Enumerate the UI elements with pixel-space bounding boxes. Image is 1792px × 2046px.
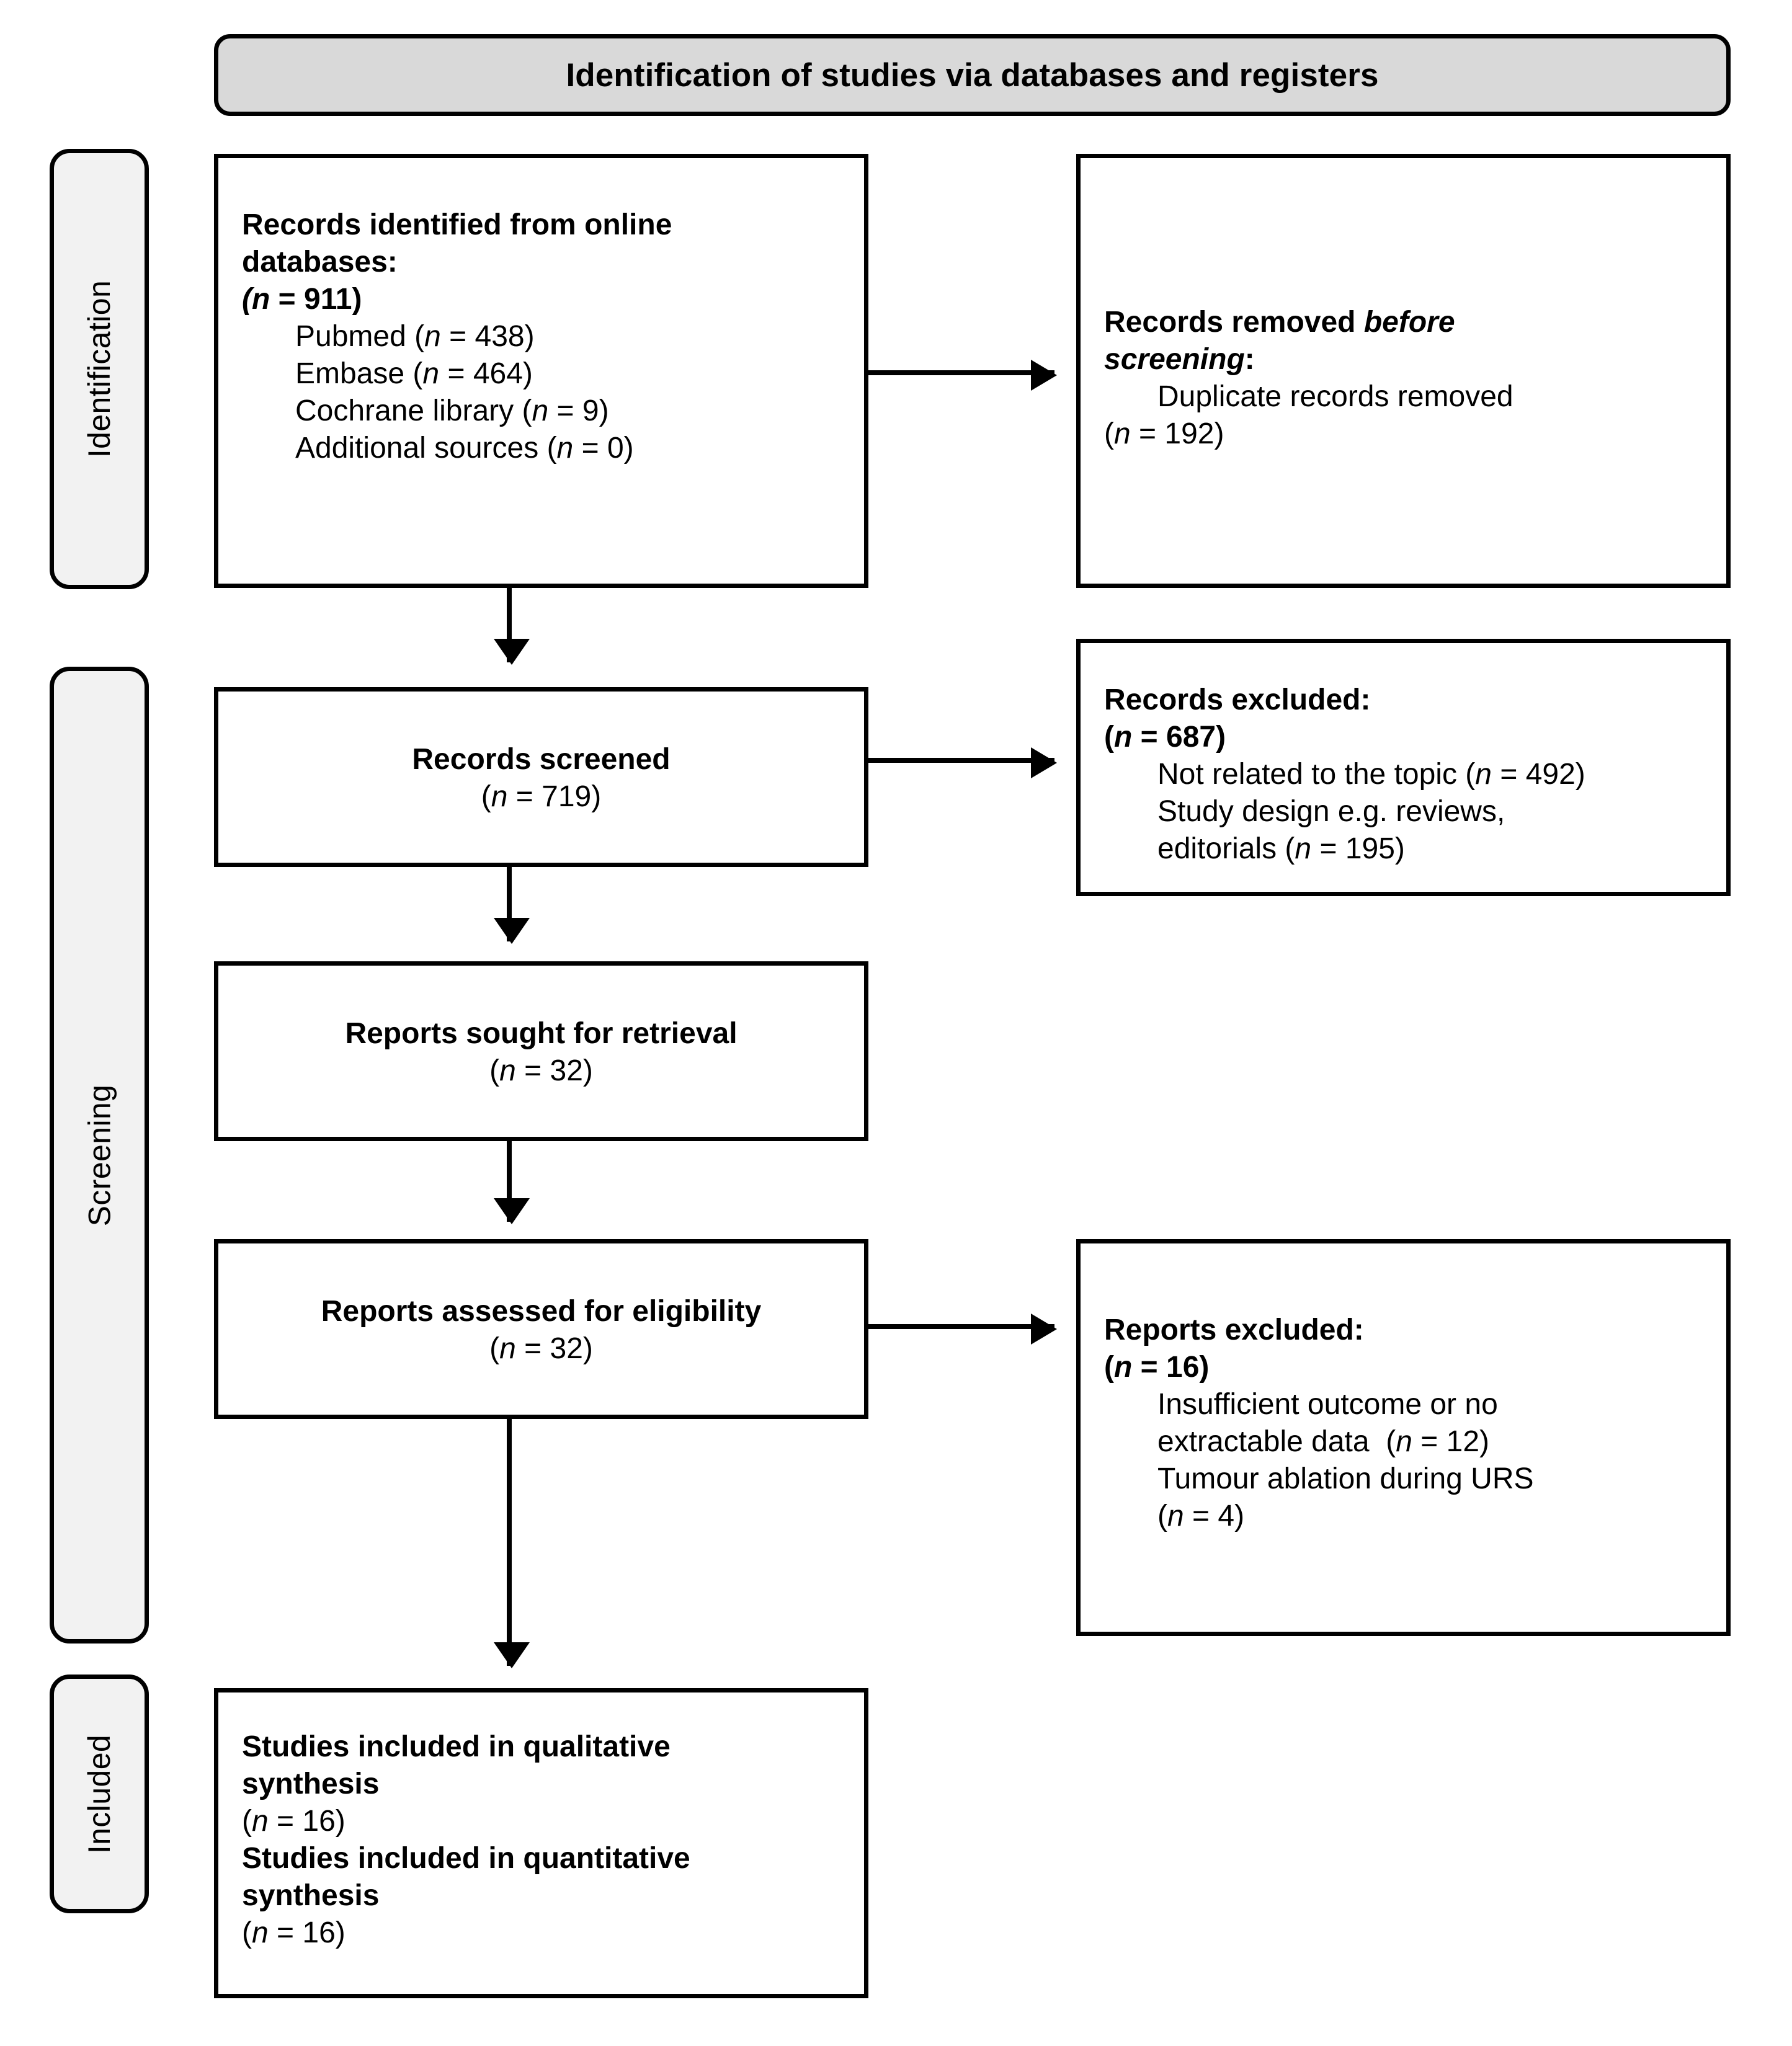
records-excluded-reason-study-design-line1: Study design e.g. reviews, xyxy=(1157,795,1505,828)
diagram-title: Identification of studies via databases … xyxy=(566,56,1379,94)
records-identified-count: (n = 911) xyxy=(242,283,362,316)
records-screened-count: (n = 719) xyxy=(481,780,602,813)
records-removed-heading-line2: screening: xyxy=(1104,343,1255,376)
records-removed-heading-line1: Records removed before xyxy=(1104,306,1455,339)
box-records-excluded: Records excluded: (n = 687) Not related … xyxy=(1076,639,1731,896)
reports-excluded-reason-tumour-line2: (n = 4) xyxy=(1157,1500,1245,1532)
box-studies-included: Studies included in qualitative synthesi… xyxy=(214,1688,868,1998)
records-removed-item-duplicates-count: (n = 192) xyxy=(1104,417,1224,450)
arrow-identified-to-screened xyxy=(494,588,530,665)
records-excluded-count: (n = 687) xyxy=(1104,721,1226,754)
reports-excluded-reason-insufficient-line2: extractable data (n = 12) xyxy=(1157,1425,1489,1458)
diagram-title-banner: Identification of studies via databases … xyxy=(214,34,1731,116)
records-identified-source-cochrane: Cochrane library (n = 9) xyxy=(295,394,609,427)
stage-label-screening: Screening xyxy=(50,667,149,1643)
stage-label-screening-text: Screening xyxy=(82,1084,117,1226)
stage-label-identification: Identification xyxy=(50,149,149,589)
records-removed-item-duplicates: Duplicate records removed xyxy=(1157,380,1513,413)
studies-included-quantitative-line1: Studies included in quantitative xyxy=(242,1842,690,1875)
box-reports-excluded: Reports excluded: (n = 16) Insufficient … xyxy=(1076,1239,1731,1636)
records-identified-heading-line2: databases: xyxy=(242,246,398,278)
stage-label-included-text: Included xyxy=(82,1734,117,1854)
box-records-screened: Records screened (n = 719) xyxy=(214,687,868,867)
arrow-screened-to-reports-sought xyxy=(494,867,530,944)
records-excluded-reason-study-design-line2: editorials (n = 195) xyxy=(1157,832,1405,865)
records-identified-heading-line1: Records identified from online xyxy=(242,208,672,241)
records-excluded-heading: Records excluded: xyxy=(1104,683,1371,716)
arrow-identified-to-removed xyxy=(868,360,1057,391)
box-records-removed-before-screening: Records removed before screening: Duplic… xyxy=(1076,154,1731,588)
reports-excluded-reason-tumour-line1: Tumour ablation during URS xyxy=(1157,1462,1534,1495)
arrow-assessed-to-reports-excluded xyxy=(868,1314,1057,1345)
box-reports-assessed-for-eligibility: Reports assessed for eligibility (n = 32… xyxy=(214,1239,868,1419)
arrow-screened-to-excluded xyxy=(868,747,1057,778)
studies-included-qualitative-count: (n = 16) xyxy=(242,1805,345,1838)
records-excluded-reason-not-related: Not related to the topic (n = 492) xyxy=(1157,758,1585,791)
reports-excluded-count: (n = 16) xyxy=(1104,1351,1210,1384)
reports-sought-heading: Reports sought for retrieval xyxy=(345,1017,738,1050)
arrow-assessed-to-studies-included xyxy=(494,1419,530,1668)
stage-label-identification-text: Identification xyxy=(82,280,117,458)
records-identified-source-embase: Embase (n = 464) xyxy=(295,357,533,390)
records-identified-source-pubmed: Pubmed (n = 438) xyxy=(295,320,535,353)
reports-sought-count: (n = 32) xyxy=(489,1054,593,1087)
arrow-reports-sought-to-assessed xyxy=(494,1141,530,1224)
reports-excluded-heading: Reports excluded: xyxy=(1104,1314,1364,1346)
records-screened-heading: Records screened xyxy=(412,743,671,776)
studies-included-qualitative-line2: synthesis xyxy=(242,1768,380,1800)
studies-included-quantitative-line2: synthesis xyxy=(242,1879,380,1912)
studies-included-qualitative-line1: Studies included in qualitative xyxy=(242,1730,671,1763)
stage-label-included: Included xyxy=(50,1675,149,1913)
studies-included-quantitative-count: (n = 16) xyxy=(242,1916,345,1949)
box-reports-sought-for-retrieval: Reports sought for retrieval (n = 32) xyxy=(214,961,868,1141)
box-records-identified: Records identified from online databases… xyxy=(214,154,868,588)
reports-assessed-count: (n = 32) xyxy=(489,1332,593,1365)
reports-assessed-heading: Reports assessed for eligibility xyxy=(321,1295,762,1328)
reports-excluded-reason-insufficient-line1: Insufficient outcome or no xyxy=(1157,1388,1498,1421)
records-identified-source-additional: Additional sources (n = 0) xyxy=(295,432,634,465)
